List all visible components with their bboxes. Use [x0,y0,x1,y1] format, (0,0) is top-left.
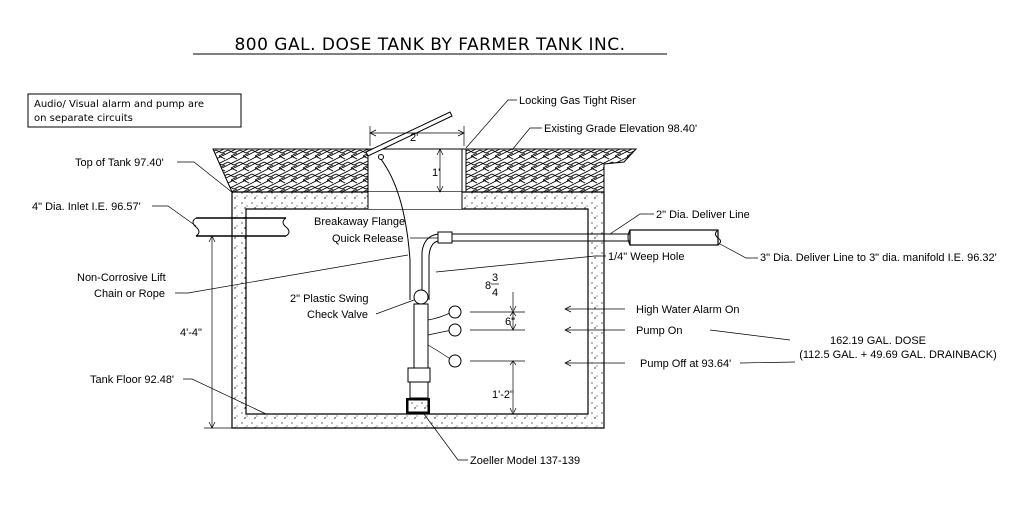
label-grade: Existing Grade Elevation 98.40' [544,123,697,135]
dim-pump-off: 1'-2" [492,389,514,401]
dim-tank-height: 4'-4" [180,327,202,339]
label-riser: Locking Gas Tight Riser [519,95,636,107]
riser-lid [365,111,453,157]
label-weep-hole: 1/4" Weep Hole [608,251,684,263]
manifold-pipe [629,229,719,246]
riser-opening [368,192,462,209]
page-title: 800 GAL. DOSE TANK BY FARMER TANK INC. [234,35,625,55]
note-box [27,93,242,128]
note-line-2: on separate circuits [34,113,133,124]
label-lift-1: Non-Corrosive Lift [77,272,166,284]
label-high-water: High Water Alarm On [636,304,740,316]
label-pump-off: Pump Off at 93.64' [640,358,731,370]
dim-riser-width: 2' [410,132,418,144]
label-lift-2: Chain or Rope [94,288,165,300]
breakaway-flange [437,231,453,244]
float-pump-on [448,323,462,337]
discharge-elbow [421,233,439,300]
label-pump-on: Pump On [636,325,682,337]
dim-float-top-c: 4 [492,287,498,299]
dim-riser-height: 1' [432,167,440,179]
label-check-1: 2" Plastic Swing [290,293,369,305]
note-line-1: Audio/ Visual alarm and pump are [34,99,204,110]
label-breakaway-2: Quick Release [332,233,404,245]
label-inlet: 4" Dia. Inlet I.E. 96.57' [32,201,141,213]
inlet-pipe [196,217,286,237]
float-high-water [448,305,462,319]
tank-wall [231,191,605,429]
label-manifold: 3" Dia. Deliver Line to 3" dia. manifold… [760,252,997,264]
lift-chain [379,157,411,300]
label-pump-model: Zoeller Model 137-139 [470,455,580,467]
dose-line-2: (112.5 GAL. + 49.69 GAL. DRAINBACK) [799,349,997,361]
soil-left [212,148,369,193]
dim-float-mid: 6" [505,316,515,328]
label-tank-floor: Tank Floor 92.48' [90,374,174,386]
label-top-of-tank: Top of Tank 97.40' [75,157,164,169]
label-breakaway-1: Breakaway Flange [314,216,405,228]
dose-line-1: 162.19 GAL. DOSE [830,335,926,347]
chain-hook [378,154,384,160]
label-check-2: Check Valve [307,309,368,321]
dim-float-top-b: 3 [492,272,498,284]
float-pump-off [448,354,462,368]
soil-right [465,148,638,193]
label-deliver-line: 2" Dia. Deliver Line [656,209,750,221]
dim-float-top-a: 8 [485,280,491,292]
check-valve [413,289,429,305]
